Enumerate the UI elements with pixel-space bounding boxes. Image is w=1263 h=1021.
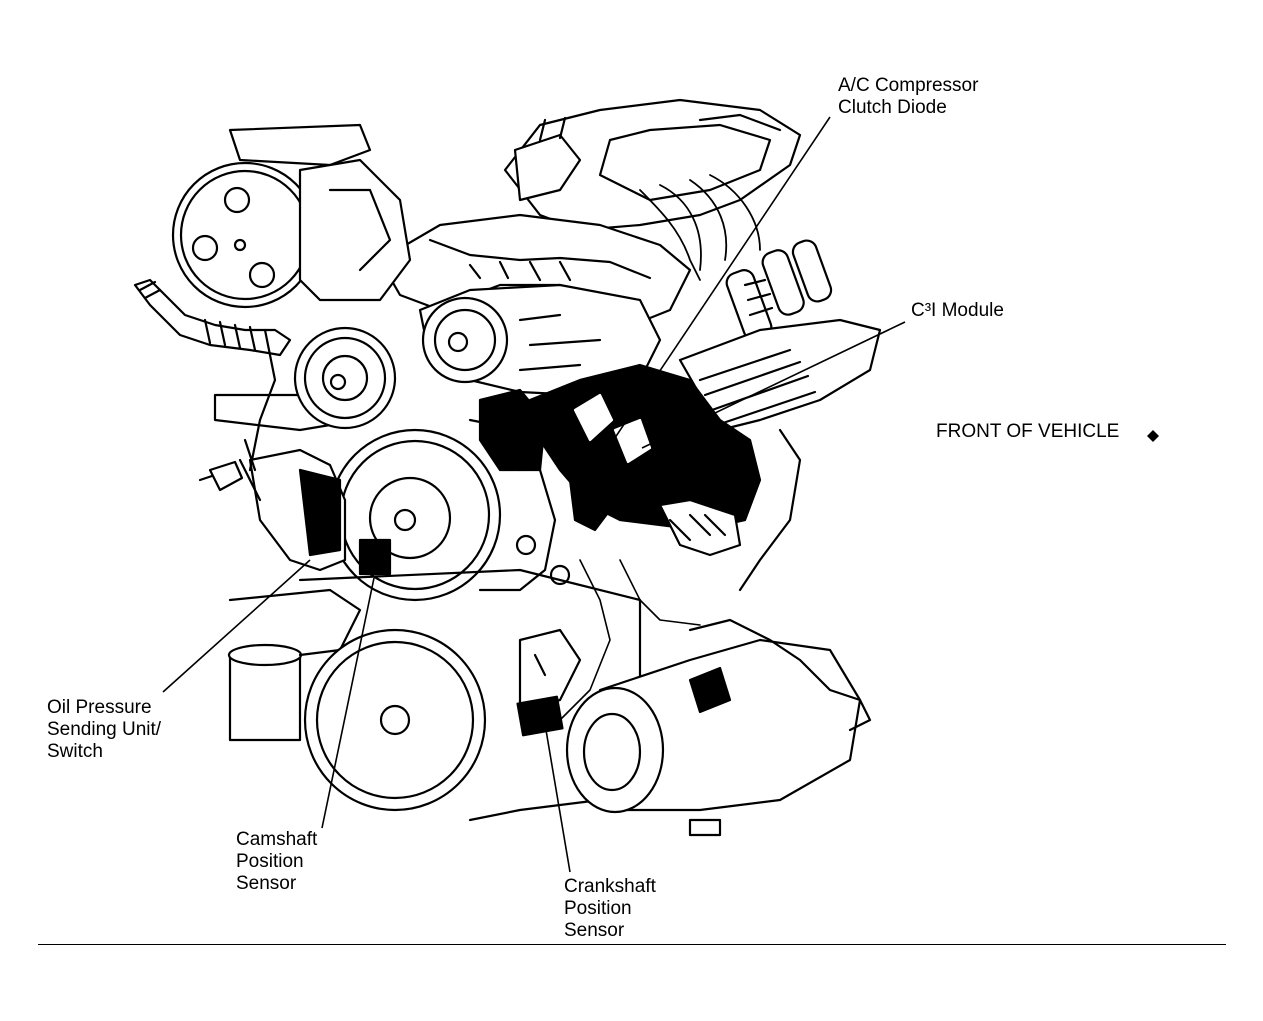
ac-compressor [418,283,662,397]
crankshaft-position-sensor-label: Crankshaft Position Sensor [564,876,656,941]
bottom-divider [38,944,1226,945]
front-arrow-icon [1147,430,1159,442]
front-cover [468,418,571,592]
lower-pulley [298,568,642,822]
front-of-vehicle-label: FRONT OF VEHICLE [936,421,1120,442]
leader-camshaft [321,577,375,829]
idler-pulley [293,326,397,430]
ac-compressor-clutch-diode-label: A/C Compressor Clutch Diode [838,75,979,118]
wiring-harness-dark [478,388,612,532]
lower-bracket [238,328,347,572]
starter-wiring [559,559,701,721]
spark-plug-wires [639,174,761,281]
oil-pressure-sender [198,460,244,492]
valve-cover-right [503,98,802,232]
camshaft-position-sensor-label: Camshaft Position Sensor [236,829,318,894]
leader-crankshaft [545,729,571,873]
crankshaft-position-sensor [516,695,564,737]
oil-filter [227,588,362,742]
leader-oil-pressure [162,559,311,693]
camshaft-position-sensor [358,538,392,576]
starter-motor [565,618,872,837]
power-steering-pulley [171,123,372,309]
leader-ac-diode [577,116,831,494]
leader-c3i [641,321,906,449]
ps-bracket [298,158,412,302]
spark-plug-boots [725,239,833,341]
c3i-module-label: C³I Module [911,300,1004,321]
oil-pressure-sending-unit-label: Oil Pressure Sending Unit/ Switch [47,697,162,762]
engine-block [678,318,882,592]
